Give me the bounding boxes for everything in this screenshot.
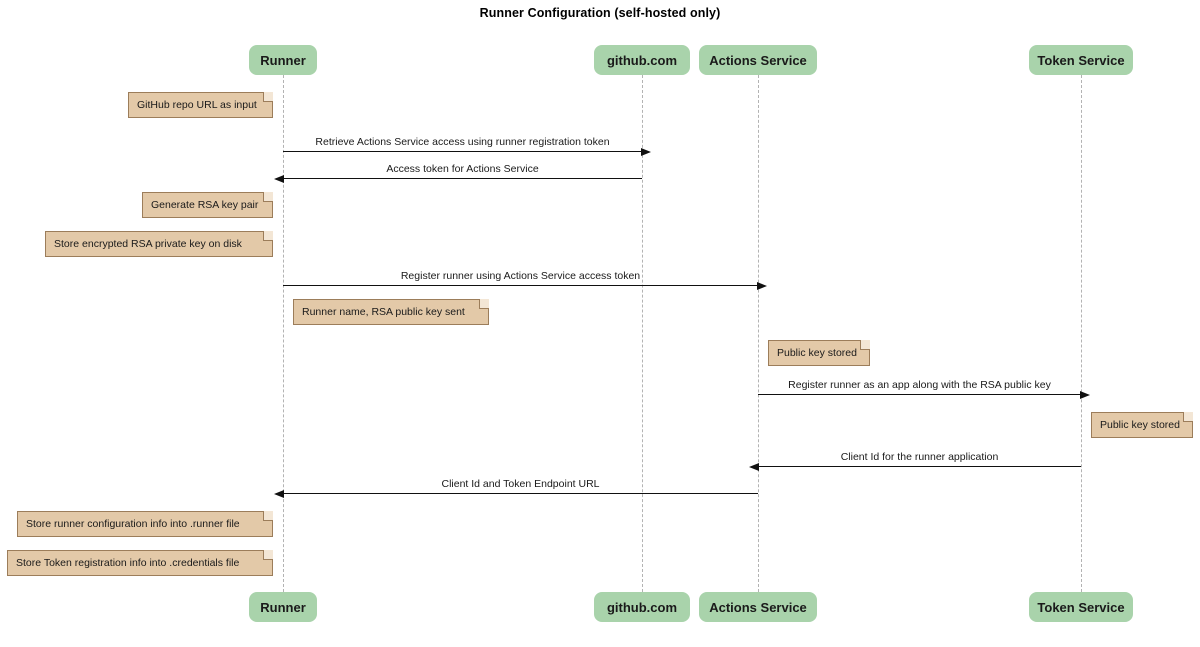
participant-label: Actions Service <box>709 599 807 615</box>
note-text: Store encrypted RSA private key on disk <box>54 238 242 250</box>
message-label-client-id-and-token-endpoint: Client Id and Token Endpoint URL <box>441 478 600 490</box>
note-text: Store runner configuration info into .ru… <box>26 518 240 530</box>
message-label-register-runner: Register runner using Actions Service ac… <box>400 270 641 282</box>
note-text: Public key stored <box>777 347 857 359</box>
note-text: Runner name, RSA public key sent <box>302 306 465 318</box>
participant-label: github.com <box>606 52 678 68</box>
note-fold-corner-icon <box>479 299 489 309</box>
note-text: Store Token registration info into .cred… <box>16 557 240 569</box>
note-text: Public key stored <box>1100 419 1180 431</box>
message-arrow-access-token-for-actions <box>274 174 642 183</box>
participant-token-bottom[interactable]: Token Service <box>1029 592 1133 622</box>
note-text: GitHub repo URL as input <box>137 99 257 111</box>
participant-runner-bottom[interactable]: Runner <box>249 592 317 622</box>
arrowhead-icon <box>274 174 284 183</box>
note-public-key-stored-1: Public key stored <box>768 340 870 366</box>
note-text: Generate RSA key pair <box>151 199 259 211</box>
message-label-retrieve-actions-access: Retrieve Actions Service access using ru… <box>315 136 610 148</box>
participant-label: Token Service <box>1037 599 1125 615</box>
participant-label: Runner <box>260 599 306 615</box>
participant-actions-bottom[interactable]: Actions Service <box>699 592 817 622</box>
message-label-register-runner-as-app: Register runner as an app along with the… <box>788 379 1051 391</box>
message-arrow-client-id-and-token-endpoint <box>274 489 758 498</box>
participant-label: Actions Service <box>709 52 807 68</box>
lifeline-actions <box>758 75 759 592</box>
note-fold-corner-icon <box>263 231 273 241</box>
participant-github-bottom[interactable]: github.com <box>594 592 690 622</box>
note-runner-name-rsa-sent: Runner name, RSA public key sent <box>293 299 489 325</box>
message-arrow-client-id-for-runner-app <box>749 462 1081 471</box>
note-fold-corner-icon <box>263 192 273 202</box>
note-public-key-stored-2: Public key stored <box>1091 412 1193 438</box>
note-store-runner-config: Store runner configuration info into .ru… <box>17 511 273 537</box>
message-arrow-register-runner <box>283 281 767 290</box>
note-fold-corner-icon <box>263 550 273 560</box>
participant-label: github.com <box>606 599 678 615</box>
participant-runner-top[interactable]: Runner <box>249 45 317 75</box>
participant-actions-top[interactable]: Actions Service <box>699 45 817 75</box>
note-store-token-registration: Store Token registration info into .cred… <box>7 550 273 576</box>
arrowhead-icon <box>641 147 651 156</box>
page-title: Runner Configuration (self-hosted only) <box>479 6 721 20</box>
lifeline-runner <box>283 75 284 592</box>
note-fold-corner-icon <box>263 511 273 521</box>
participant-label: Runner <box>260 52 306 68</box>
note-generate-rsa-key: Generate RSA key pair <box>142 192 273 218</box>
note-store-encrypted-rsa: Store encrypted RSA private key on disk <box>45 231 273 257</box>
participant-github-top[interactable]: github.com <box>594 45 690 75</box>
arrowhead-icon <box>274 489 284 498</box>
note-github-repo-url: GitHub repo URL as input <box>128 92 273 118</box>
lifeline-github <box>642 75 643 592</box>
arrowhead-icon <box>749 462 759 471</box>
note-fold-corner-icon <box>263 92 273 102</box>
message-arrow-retrieve-actions-access <box>283 147 651 156</box>
message-label-client-id-for-runner-app: Client Id for the runner application <box>840 451 999 463</box>
message-arrow-register-runner-as-app <box>758 390 1090 399</box>
arrowhead-icon <box>757 281 767 290</box>
message-label-access-token-for-actions: Access token for Actions Service <box>386 163 539 175</box>
arrowhead-icon <box>1080 390 1090 399</box>
participant-label: Token Service <box>1037 52 1125 68</box>
participant-token-top[interactable]: Token Service <box>1029 45 1133 75</box>
note-fold-corner-icon <box>860 340 870 350</box>
lifeline-token <box>1081 75 1082 592</box>
note-fold-corner-icon <box>1183 412 1193 422</box>
